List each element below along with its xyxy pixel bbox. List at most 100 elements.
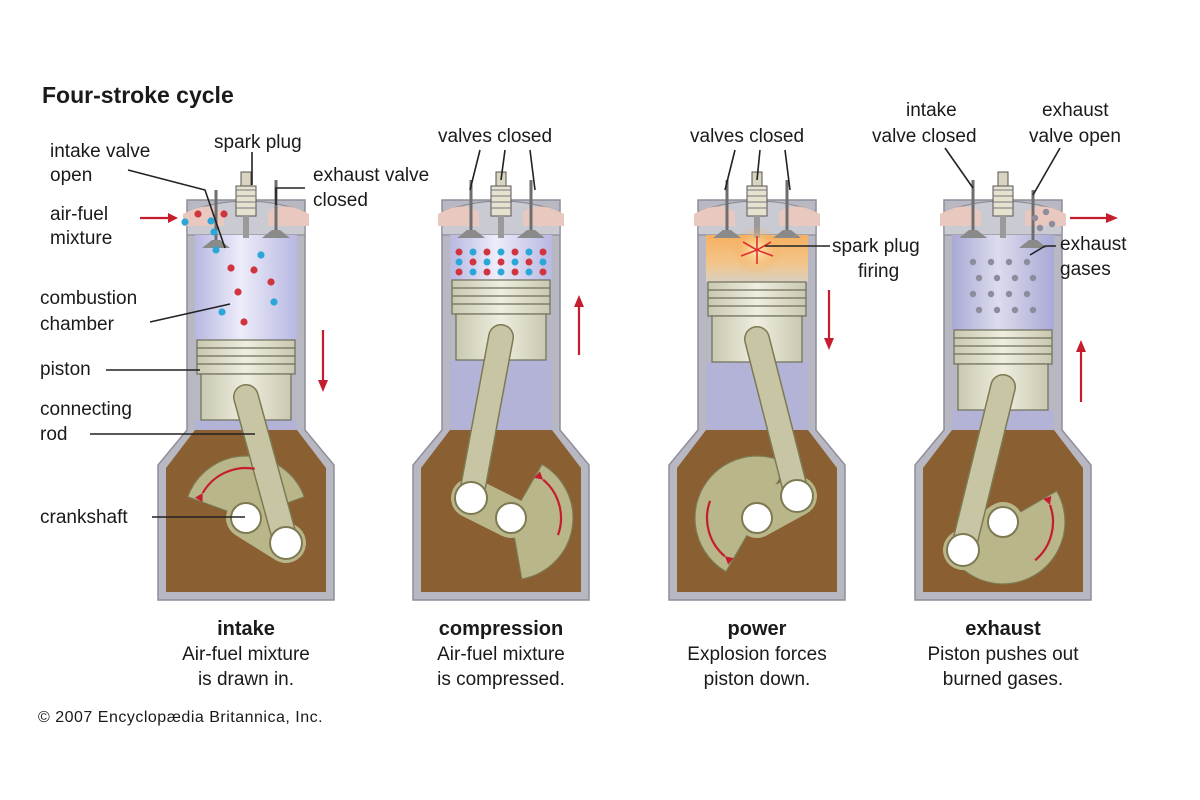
stroke-desc-exhaust-2: burned gases.: [943, 669, 1063, 690]
label-exhaust-valve-open-2: valve open: [1029, 126, 1121, 147]
exhaust-gas-particle: [969, 258, 977, 266]
incoming-molecule: [220, 210, 228, 218]
molecule: [257, 251, 265, 259]
exhaust-gas-particle: [975, 274, 983, 282]
compressed-molecule: [469, 258, 477, 266]
piston-direction-arrow-head: [824, 338, 834, 350]
piston-crown: [707, 281, 807, 317]
annotation-labels: intake valve open spark plug exhaust val…: [40, 100, 1127, 528]
connecting-rod: [745, 327, 809, 508]
leader-intake-valve: [127, 169, 226, 249]
label-crankshaft: crankshaft: [40, 507, 128, 528]
molecule: [240, 318, 248, 326]
spark-plug: [235, 171, 257, 238]
spark-ray: [742, 241, 758, 251]
compressed-molecule: [497, 258, 505, 266]
compressed-molecule: [525, 268, 533, 276]
leader-exhaust-gases: [1029, 245, 1056, 256]
molecule: [267, 278, 275, 286]
engines-group: [140, 171, 1118, 601]
connecting-rod: [459, 325, 513, 510]
stroke-desc-power-1: Explosion forces: [687, 644, 826, 665]
molecule: [218, 308, 226, 316]
exhaust-gas-particle: [1023, 290, 1031, 298]
crank-pin: [780, 479, 814, 513]
spark-plug-electrode: [243, 216, 249, 238]
label-air-fuel-mixture-2: mixture: [50, 228, 112, 249]
intake-valve-head: [202, 240, 230, 248]
exhaust-gas-particle: [975, 306, 983, 314]
engine-intake: [140, 171, 335, 601]
crankshaft-journal: [987, 506, 1019, 538]
intake-port: [940, 206, 981, 226]
intake-valve-head: [959, 230, 987, 238]
leader-exhaust-valve-open: [1032, 147, 1061, 196]
label-intake-valve-open-2: open: [50, 165, 92, 186]
engine-exhaust: [914, 171, 1118, 601]
rotation-arrow: [542, 478, 563, 536]
spark-ray: [756, 249, 774, 257]
rotation-arrow-head: [534, 471, 544, 480]
crank-pin: [269, 526, 303, 560]
crank-counterweight: [510, 463, 574, 580]
label-exhaust-valve-closed-2: closed: [313, 190, 368, 211]
exhaust-gas-particle: [1005, 290, 1013, 298]
exhaust-valve-head: [1019, 240, 1047, 248]
compressed-molecule: [511, 258, 519, 266]
label-intake-valve-closed-2: valve closed: [872, 126, 977, 147]
labels-group: [90, 147, 1061, 518]
compressed-molecule: [483, 258, 491, 266]
stroke-title-compression: compression: [439, 618, 563, 640]
label-valves-closed-compression: valves closed: [438, 126, 552, 147]
exhaust-gas-particle: [1023, 258, 1031, 266]
outgoing-gas-particle: [1048, 220, 1056, 228]
compressed-molecule: [511, 268, 519, 276]
label-valves-closed-power: valves closed: [690, 126, 804, 147]
molecule: [270, 298, 278, 306]
exhaust-gas-particle: [1029, 274, 1037, 282]
compressed-molecule: [539, 268, 547, 276]
compressed-molecule: [469, 248, 477, 256]
compressed-molecule: [483, 268, 491, 276]
exhaust-gas-particle: [1011, 274, 1019, 282]
incoming-molecule: [207, 217, 215, 225]
label-spark-plug-firing-2: firing: [858, 261, 899, 282]
intake-valve: [713, 180, 741, 238]
diagram-title: Four-stroke cycle: [42, 82, 234, 108]
spark-ray: [740, 249, 758, 257]
leader-intake-valve-closed: [944, 147, 974, 189]
crankshaft-journal: [230, 502, 262, 534]
piston-crown: [451, 279, 551, 315]
molecule: [250, 266, 258, 274]
exhaust-valve-head: [773, 230, 801, 238]
connecting-rod: [234, 385, 298, 555]
label-spark-plug: spark plug: [214, 132, 302, 153]
exhaust-gas-particle: [993, 274, 1001, 282]
exhaust-gas-particle: [993, 306, 1001, 314]
stroke-desc-compression-1: Air-fuel mixture: [437, 644, 565, 665]
label-exhaust-gases-2: gases: [1060, 259, 1111, 280]
compressed-molecule: [539, 248, 547, 256]
exhaust-port: [779, 206, 820, 226]
outflow-arrow-head: [1106, 213, 1118, 223]
piston-crown: [953, 329, 1053, 365]
rotation-arrow: [705, 500, 726, 558]
label-intake-valve-closed-1: intake: [906, 100, 957, 121]
outgoing-gas-particle: [1042, 208, 1050, 216]
incoming-molecule: [181, 218, 189, 226]
label-combustion-chamber-2: chamber: [40, 314, 115, 335]
exhaust-gas-particle: [1029, 306, 1037, 314]
label-connecting-rod-2: rod: [40, 424, 67, 445]
label-combustion-chamber-1: combustion: [40, 288, 137, 309]
exhaust-gas-particle: [969, 290, 977, 298]
piston-crown: [196, 339, 296, 375]
exhaust-valve-head: [262, 230, 290, 238]
leader-combustion-chamber: [149, 303, 231, 323]
outgoing-gas-particle: [1031, 214, 1039, 222]
label-piston: piston: [40, 359, 91, 380]
engine-power: [668, 171, 846, 601]
label-air-fuel-mixture-1: air-fuel: [50, 204, 108, 225]
spark-plug-electrode: [1000, 216, 1006, 238]
compressed-molecule: [455, 268, 463, 276]
exhaust-gas-particle: [987, 290, 995, 298]
